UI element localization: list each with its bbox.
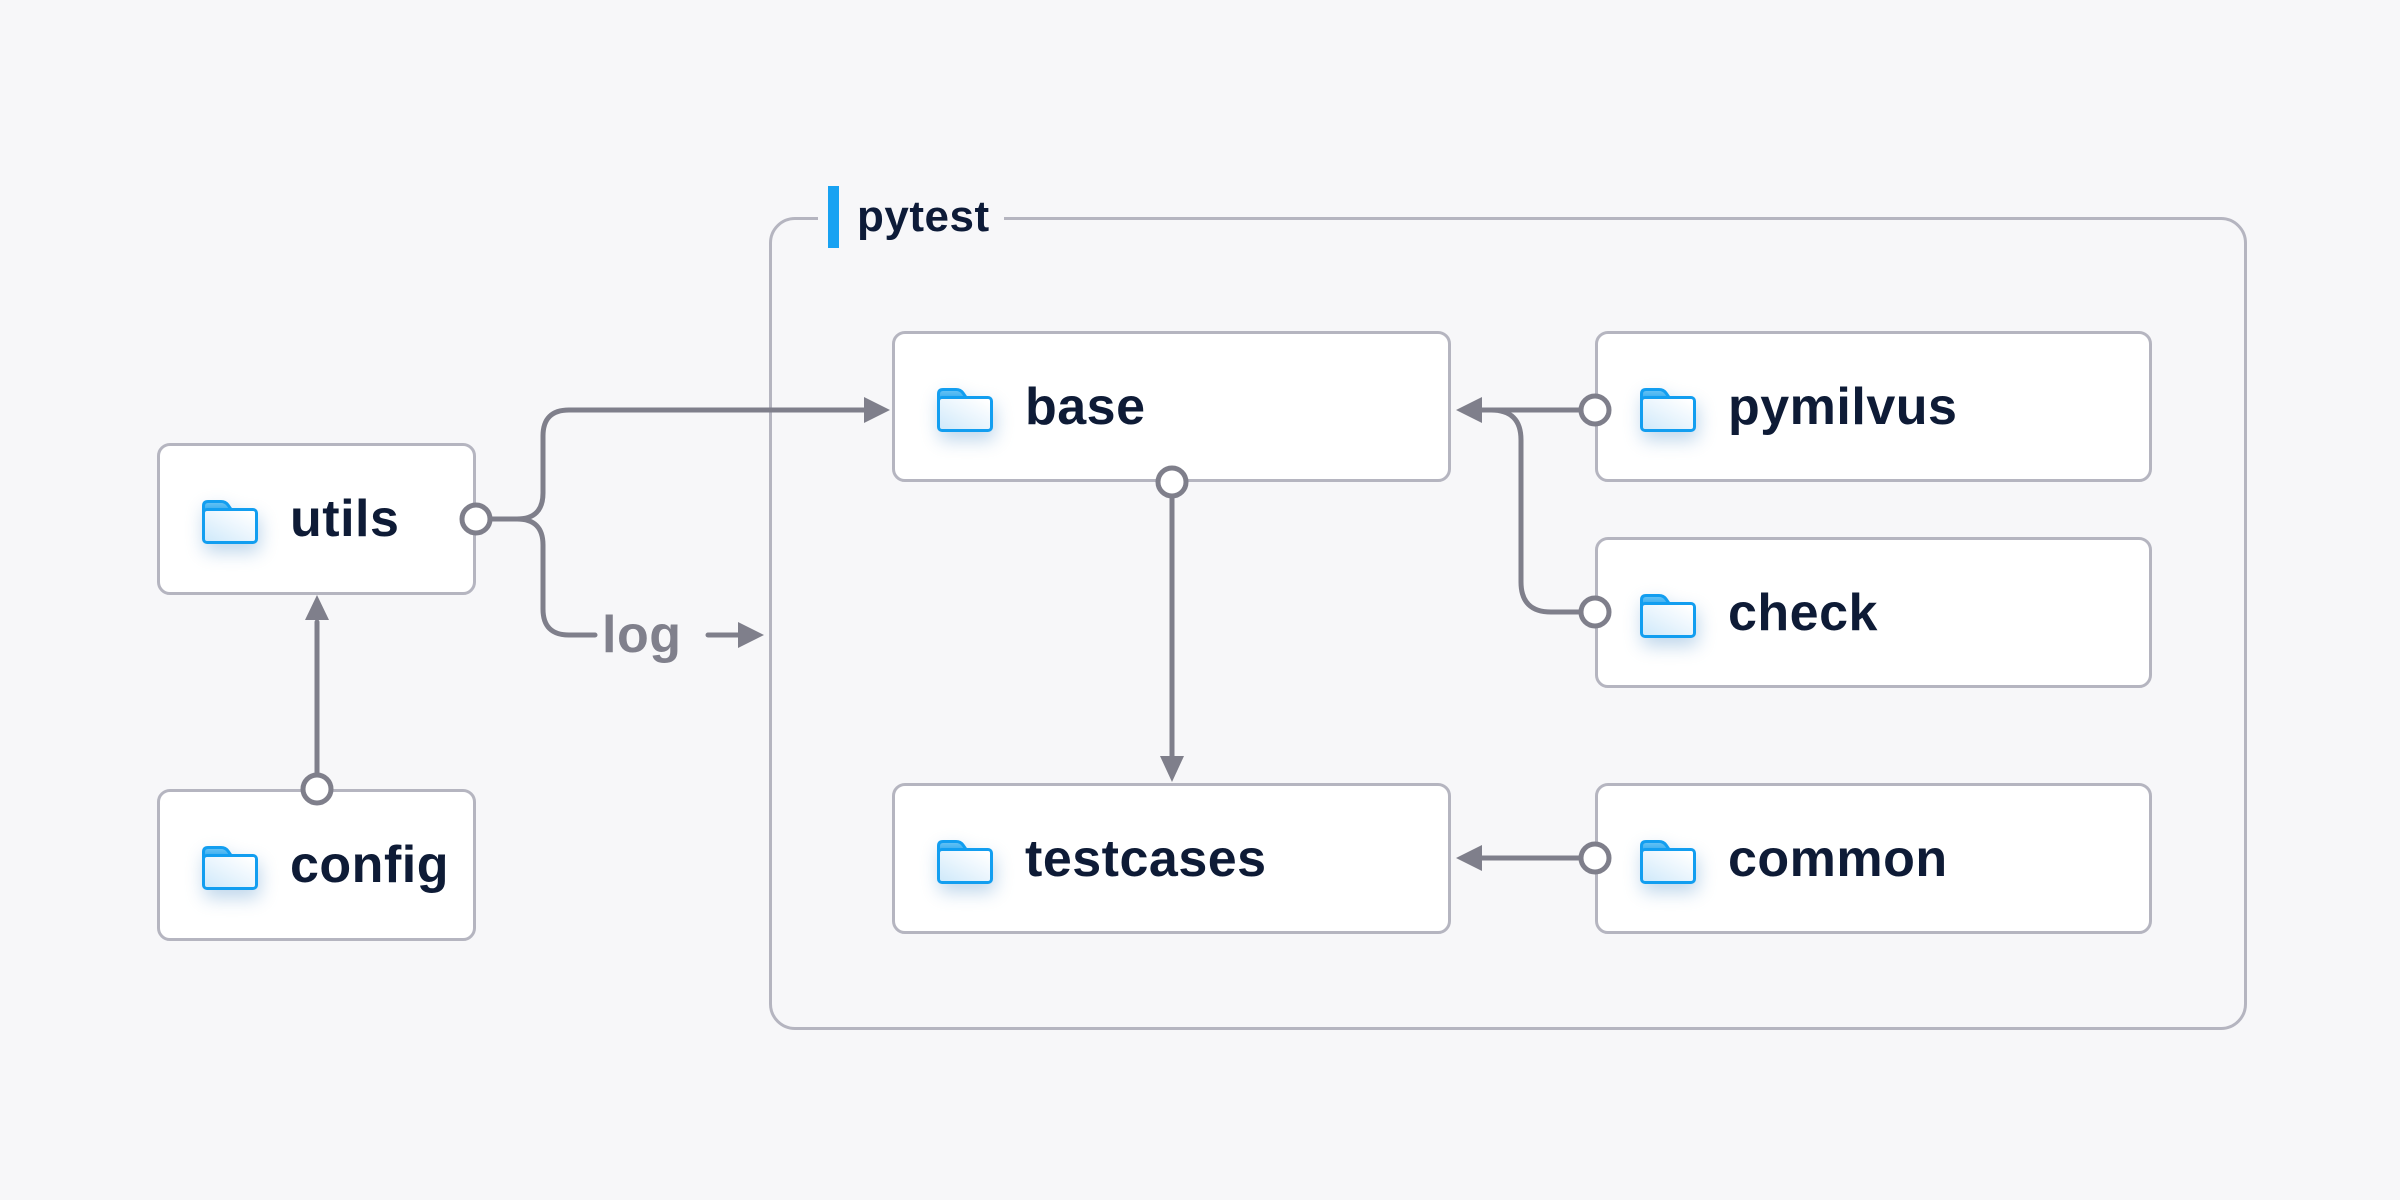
pytest-group-container	[769, 217, 2247, 1030]
arrowhead-config-utils	[305, 595, 329, 620]
node-label: testcases	[1025, 829, 1267, 888]
node-check[interactable]: check	[1595, 537, 2152, 688]
folder-icon	[202, 846, 258, 890]
node-common[interactable]: common	[1595, 783, 2152, 934]
edge-utils-log	[514, 516, 598, 638]
node-label: config	[290, 836, 449, 894]
pytest-group-label: pytest	[818, 184, 1004, 250]
folder-icon	[1640, 593, 1696, 638]
node-label: common	[1728, 829, 1948, 888]
folder-icon	[937, 387, 993, 432]
node-label: pymilvus	[1728, 377, 1958, 436]
folder-icon	[937, 839, 993, 884]
folder-icon	[202, 500, 258, 544]
node-config[interactable]: config	[157, 789, 476, 941]
node-label: utils	[290, 490, 400, 548]
node-label: base	[1025, 377, 1146, 436]
arrowhead-log	[738, 622, 764, 648]
node-utils[interactable]: utils	[157, 443, 476, 595]
node-label: check	[1728, 583, 1878, 642]
log-edge-label: log	[602, 606, 682, 664]
node-pymilvus[interactable]: pymilvus	[1595, 331, 2152, 482]
pytest-group-label-text: pytest	[857, 192, 990, 241]
node-testcases[interactable]: testcases	[892, 783, 1451, 934]
node-base[interactable]: base	[892, 331, 1451, 482]
folder-icon	[1640, 839, 1696, 884]
folder-icon	[1640, 387, 1696, 432]
blue-accent-bar	[828, 186, 839, 248]
